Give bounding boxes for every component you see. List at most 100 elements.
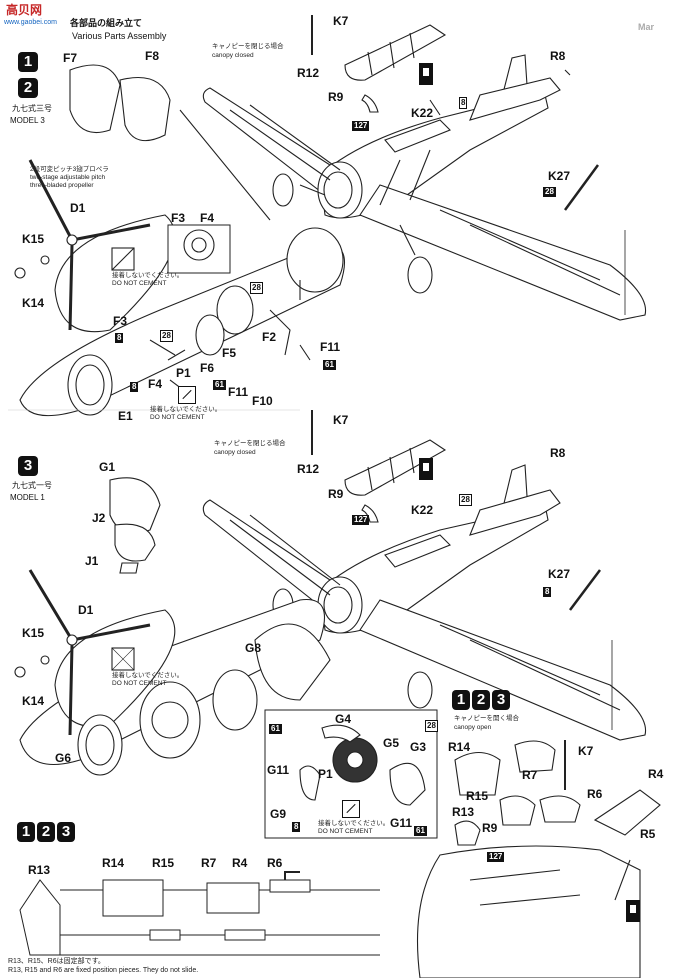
- propeller-note-en1: two-stage adjustable pitch: [30, 174, 106, 181]
- fixed-pieces-note-en: R13, R15 and R6 are fixed position piece…: [8, 967, 199, 974]
- part-label-r13-profile: R13: [28, 863, 51, 877]
- no-cement-note-inset-jp: 接着しないでください。: [318, 820, 390, 827]
- no-cement-note-lower-jp: 接着しないでください。: [112, 672, 184, 679]
- part-label-g9: G9: [270, 807, 287, 821]
- part-label-j2: J2: [92, 511, 106, 525]
- badge-2: 2: [472, 690, 490, 710]
- part-label-g3: G3: [410, 740, 427, 754]
- badge-2: 2: [37, 822, 55, 842]
- fixed-pieces-note-jp: R13、R15、R6は固定部です。: [8, 958, 105, 965]
- part-label-k15-lower: K15: [22, 626, 45, 640]
- part-label-f7: F7: [63, 51, 78, 65]
- part-label-k14: K14: [22, 296, 45, 310]
- canopy-closed-lower-en: canopy closed: [214, 449, 256, 456]
- part-label-r12: R12: [297, 66, 320, 80]
- model-3-en: MODEL 3: [10, 116, 45, 125]
- canopy-closed-lower-jp: キャノピーを閉じる場合: [214, 440, 286, 447]
- engine-exploded-upper: [14, 64, 345, 417]
- no-cement-note-en: DO NOT CEMENT: [112, 280, 167, 287]
- part-label-d1: D1: [70, 201, 86, 215]
- badge-1: 1: [17, 822, 35, 842]
- part-label-f2: F2: [262, 330, 277, 344]
- part-label-r15-profile: R15: [152, 856, 175, 870]
- color-code-127: 127: [352, 121, 370, 131]
- step-badge-1: 1: [18, 52, 38, 72]
- part-label-r14-profile: R14: [102, 856, 125, 870]
- part-label-r9-lower: R9: [328, 487, 344, 501]
- page-title-jp: 各部品の組み立て: [70, 18, 143, 28]
- part-label-f3: F3: [113, 314, 128, 328]
- color-code-61-b: 61: [323, 360, 336, 370]
- color-code-8: 8: [115, 333, 124, 343]
- part-label-k22: K22: [411, 106, 434, 120]
- part-label-k22-lower: K22: [411, 503, 434, 517]
- canopy-lower: [311, 410, 601, 611]
- watermark-logo: 高贝网: [6, 3, 43, 17]
- part-label-r7-open: R7: [522, 768, 538, 782]
- color-code-61: 61: [213, 380, 226, 390]
- part-label-k7: K7: [333, 14, 349, 28]
- part-label-g4: G4: [335, 712, 352, 726]
- color-code-28-b: 28: [160, 330, 173, 342]
- color-code-127-b: 127: [352, 515, 370, 525]
- aircraft-lower: [202, 464, 647, 741]
- color-code-28-c: 8: [459, 97, 468, 109]
- propeller-note-en2: three-bladed propeller: [30, 182, 94, 189]
- part-label-k15: K15: [22, 232, 45, 246]
- part-label-k27-lower: K27: [548, 567, 571, 581]
- part-label-k7-lower: K7: [333, 413, 349, 427]
- canopy-open-jp: キャノピーを開く場合: [454, 715, 519, 722]
- step-badge-3: 3: [18, 456, 38, 476]
- part-label-f8: F8: [145, 49, 160, 63]
- color-code-8-b: 8: [130, 382, 139, 392]
- no-cement-note2-jp: 接着しないでください。: [150, 406, 222, 413]
- engine-exploded-lower: [14, 477, 438, 839]
- part-label-k27: K27: [548, 169, 571, 183]
- step-badge-2: 2: [18, 78, 38, 98]
- no-cement-note-jp: 接着しないでください。: [112, 272, 184, 279]
- part-label-f11-left: F11: [228, 385, 249, 399]
- part-label-f10: F10: [252, 394, 273, 408]
- part-label-p1: P1: [176, 366, 191, 380]
- aircraft-upper: [202, 54, 647, 321]
- no-cement-note2-en: DO NOT CEMENT: [150, 414, 205, 421]
- part-label-g8: G8: [245, 641, 262, 655]
- color-code-28-d: 28: [425, 720, 438, 732]
- part-label-r15-open: R15: [466, 789, 489, 803]
- part-label-e1: E1: [118, 409, 133, 423]
- part-label-r4-profile: R4: [232, 856, 248, 870]
- color-code-8-c: 28: [543, 187, 556, 197]
- part-label-r14-open: R14: [448, 740, 471, 754]
- model-3-jp: 九七式三号: [12, 104, 52, 113]
- part-label-r6-profile: R6: [267, 856, 283, 870]
- no-cement-note-inset-en: DO NOT CEMENT: [318, 828, 373, 835]
- watermark-url: www.gaobei.com: [4, 19, 57, 26]
- part-label-f4-inset: F4: [200, 211, 215, 225]
- badge-3: 3: [57, 822, 75, 842]
- model-1-jp: 九七式一号: [12, 481, 52, 490]
- canopy-flag-icon-lower: [419, 458, 433, 480]
- canopy-flag-icon: [419, 63, 433, 85]
- propeller-note-jp: 2段可変ピッチ3翅プロペラ: [30, 166, 109, 173]
- part-label-r12-lower: R12: [297, 462, 320, 476]
- part-label-r9: R9: [328, 90, 344, 104]
- color-code-61-c: 61: [269, 724, 282, 734]
- part-label-g11-left: G11: [267, 763, 290, 777]
- canopy-open-en: canopy open: [454, 724, 492, 731]
- model-1-en: MODEL 1: [10, 493, 45, 502]
- part-label-f6: F6: [200, 361, 215, 375]
- canopy-upper: [311, 15, 600, 211]
- part-label-r8-lower: R8: [550, 446, 566, 460]
- color-code-61-d: 61: [414, 826, 427, 836]
- do-not-cement-icon: [178, 386, 196, 404]
- corner-text: Mar: [638, 22, 655, 32]
- color-code-8-e: 8: [543, 587, 552, 597]
- part-label-j1: J1: [85, 554, 99, 568]
- badge-3: 3: [492, 690, 510, 710]
- part-label-d1-lower: D1: [78, 603, 94, 617]
- page-title-en: Various Parts Assembly: [72, 31, 167, 41]
- do-not-cement-icon-lower: [342, 800, 360, 818]
- part-label-g6: G6: [55, 751, 72, 765]
